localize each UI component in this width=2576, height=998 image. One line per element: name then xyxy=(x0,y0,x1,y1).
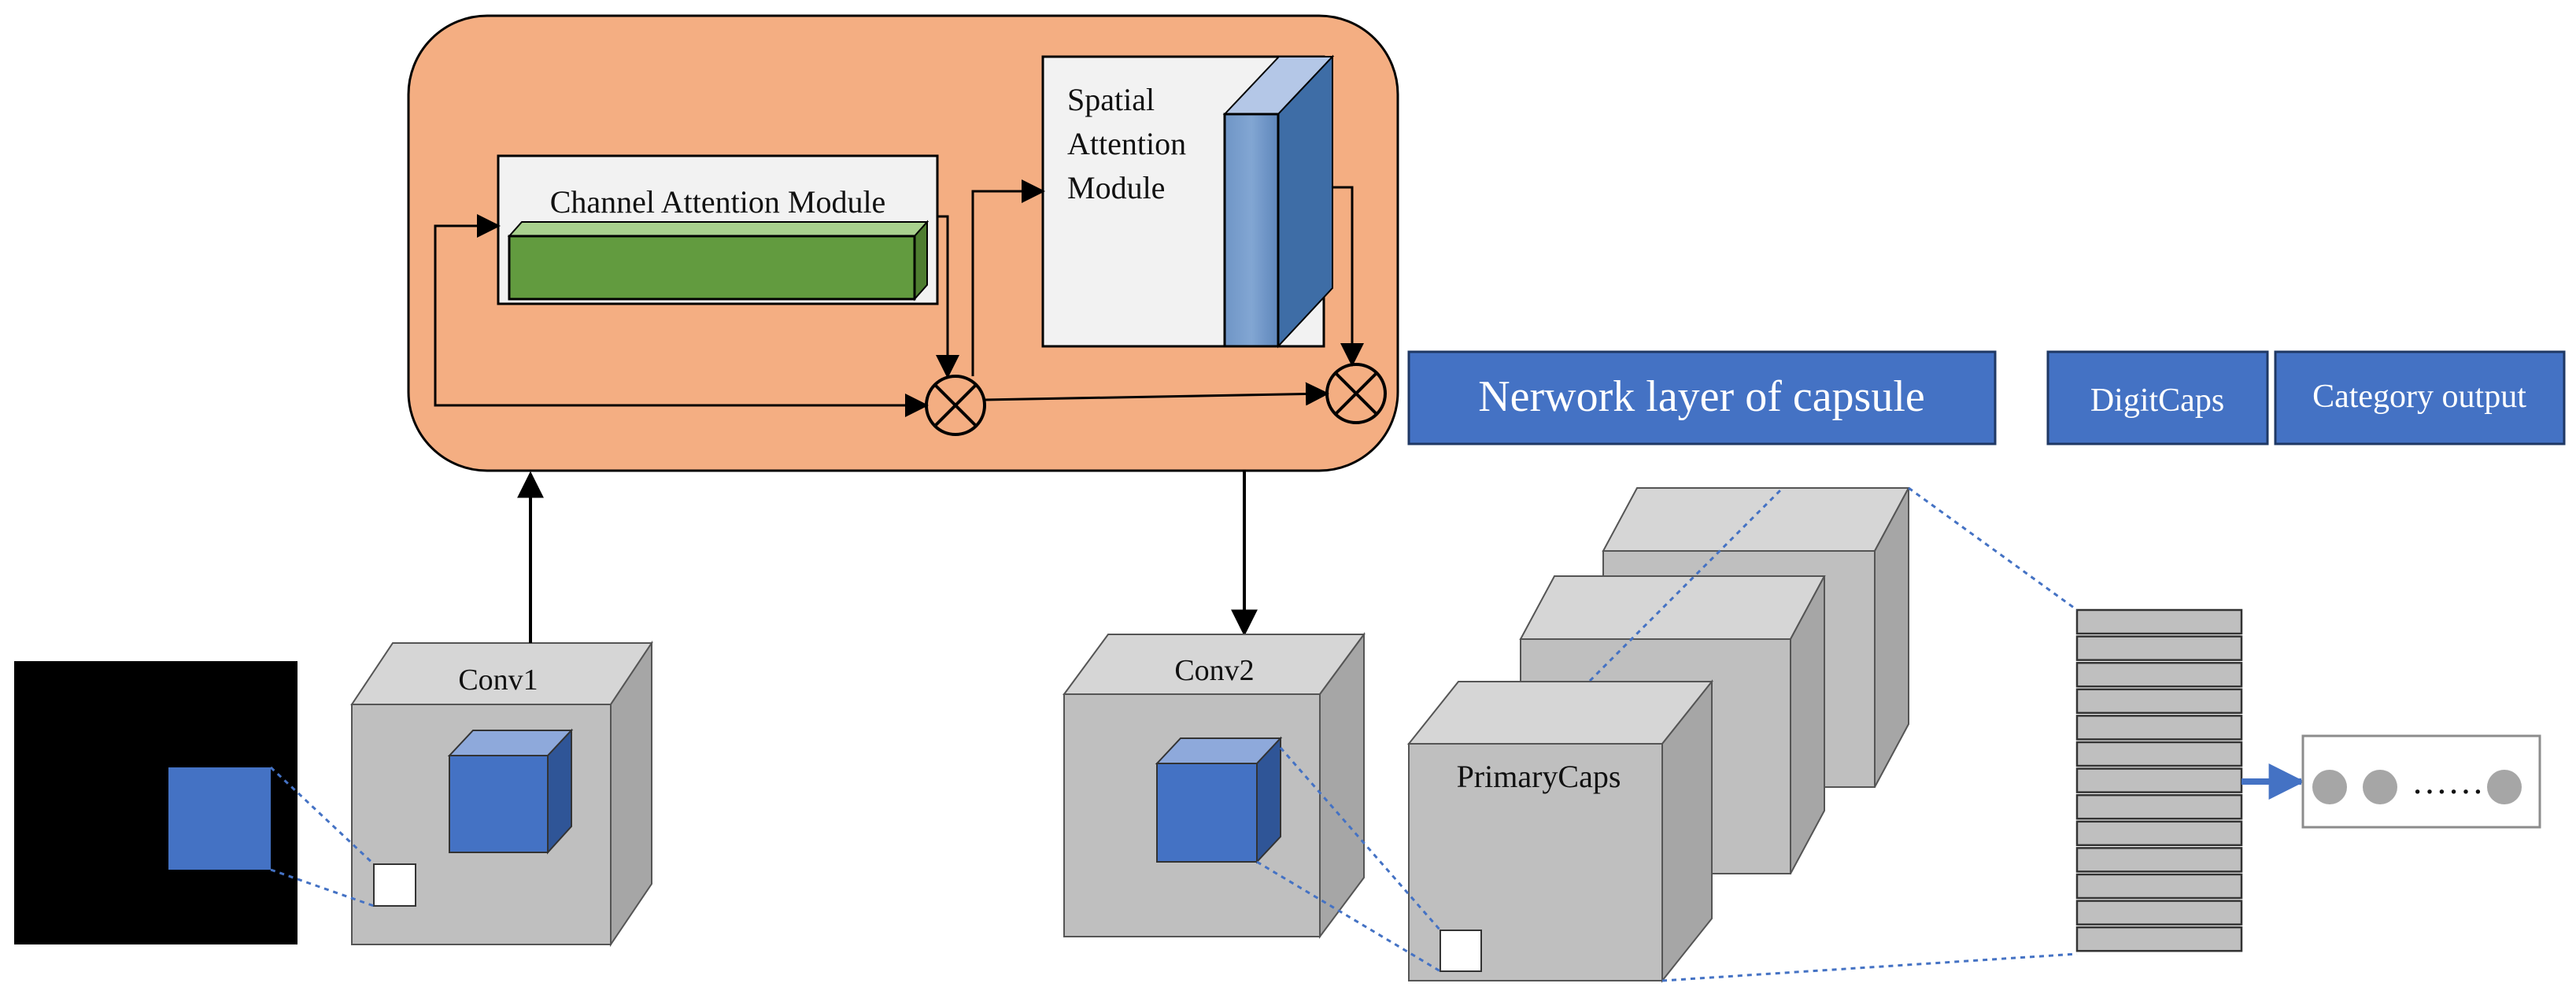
capsule-vector-strip xyxy=(2075,688,2243,715)
output-node xyxy=(2312,770,2347,804)
conv2-label: Conv2 xyxy=(1174,654,1254,687)
input-to-conv1-link xyxy=(269,766,375,866)
multiply-node-1 xyxy=(925,375,986,436)
output-node xyxy=(2487,770,2522,804)
capsule-vector-strip xyxy=(2075,661,2243,688)
multiply-node-2 xyxy=(1325,363,1387,424)
conv2-to-primarycaps-link xyxy=(1279,747,1442,931)
primarycaps-to-capsules-link xyxy=(1908,486,2078,612)
multiply-to-spatial-line xyxy=(971,179,1045,376)
conv1-kernel-cube xyxy=(447,728,574,855)
primarycaps-output-pixel xyxy=(1440,930,1482,972)
primarycaps-depth-line xyxy=(1588,486,1784,682)
capsule-vector-strip xyxy=(2075,873,2243,900)
capsule-vector-strip xyxy=(2075,900,2243,926)
capsule-vector-stack xyxy=(2075,608,2243,952)
attention-block: Channel Attention Module Spatial Attenti… xyxy=(407,14,1399,472)
channel-attention-module: Channel Attention Module xyxy=(497,154,939,305)
primarycaps-to-capsules-link xyxy=(1661,952,2078,982)
conv1-output-pixel xyxy=(373,863,416,907)
capsule-vector-strip xyxy=(2075,793,2243,820)
channel-feature-block xyxy=(508,235,916,301)
capsule-vector-strip xyxy=(2075,847,2243,873)
capsule-vector-strip xyxy=(2075,767,2243,793)
capsule-vector-strip xyxy=(2075,635,2243,661)
spatial-attention-module: Spatial Attention Module xyxy=(1041,54,1335,349)
output-vector: …… xyxy=(2301,734,2541,829)
output-node xyxy=(2363,770,2397,804)
capsule-vector-strip xyxy=(2075,926,2243,952)
capsule-vector-strip xyxy=(2075,608,2243,635)
conv2-to-primarycaps-link xyxy=(1256,860,1441,973)
spatial-label-line-3: Module xyxy=(1067,170,1165,205)
capsule-layer-title: Nerwork layer of capsule xyxy=(1478,372,1925,421)
multiply-to-multiply-line xyxy=(984,382,1329,406)
primarycaps-cube-front: PrimaryCaps xyxy=(1406,679,1714,983)
spatial-attention-label: Spatial Attention Module xyxy=(1067,82,1194,205)
capsule-vector-strip xyxy=(2075,820,2243,847)
conv1-cube: Conv1 xyxy=(350,640,653,948)
capsule-vector-strip xyxy=(2075,715,2243,741)
channel-to-multiply-line xyxy=(936,215,959,379)
digitcaps-header: DigitCaps xyxy=(2046,350,2269,445)
category-output-header: Category output xyxy=(2274,350,2566,445)
channel-attention-label: Channel Attention Module xyxy=(550,184,886,220)
conv1-label: Conv1 xyxy=(458,663,538,697)
spatial-label-line-2: Attention xyxy=(1067,126,1186,161)
conv2-kernel-cube xyxy=(1155,736,1283,864)
digitcaps-title: DigitCaps xyxy=(2090,383,2224,419)
spatial-label-line-1: Spatial xyxy=(1067,82,1155,117)
input-receptive-field xyxy=(168,767,271,870)
input-image xyxy=(14,661,298,944)
output-ellipsis: …… xyxy=(2412,761,2484,801)
spatial-feature-block xyxy=(1223,113,1280,348)
category-output-title: Category output xyxy=(2312,379,2526,415)
capsule-vector-strip xyxy=(2075,741,2243,767)
conv2-cube: Conv2 xyxy=(1063,631,1366,940)
primarycaps-label: PrimaryCaps xyxy=(1457,759,1621,794)
capsule-layer-header: Nerwork layer of capsule xyxy=(1407,350,1997,445)
spatial-to-multiply-line xyxy=(1332,186,1364,367)
